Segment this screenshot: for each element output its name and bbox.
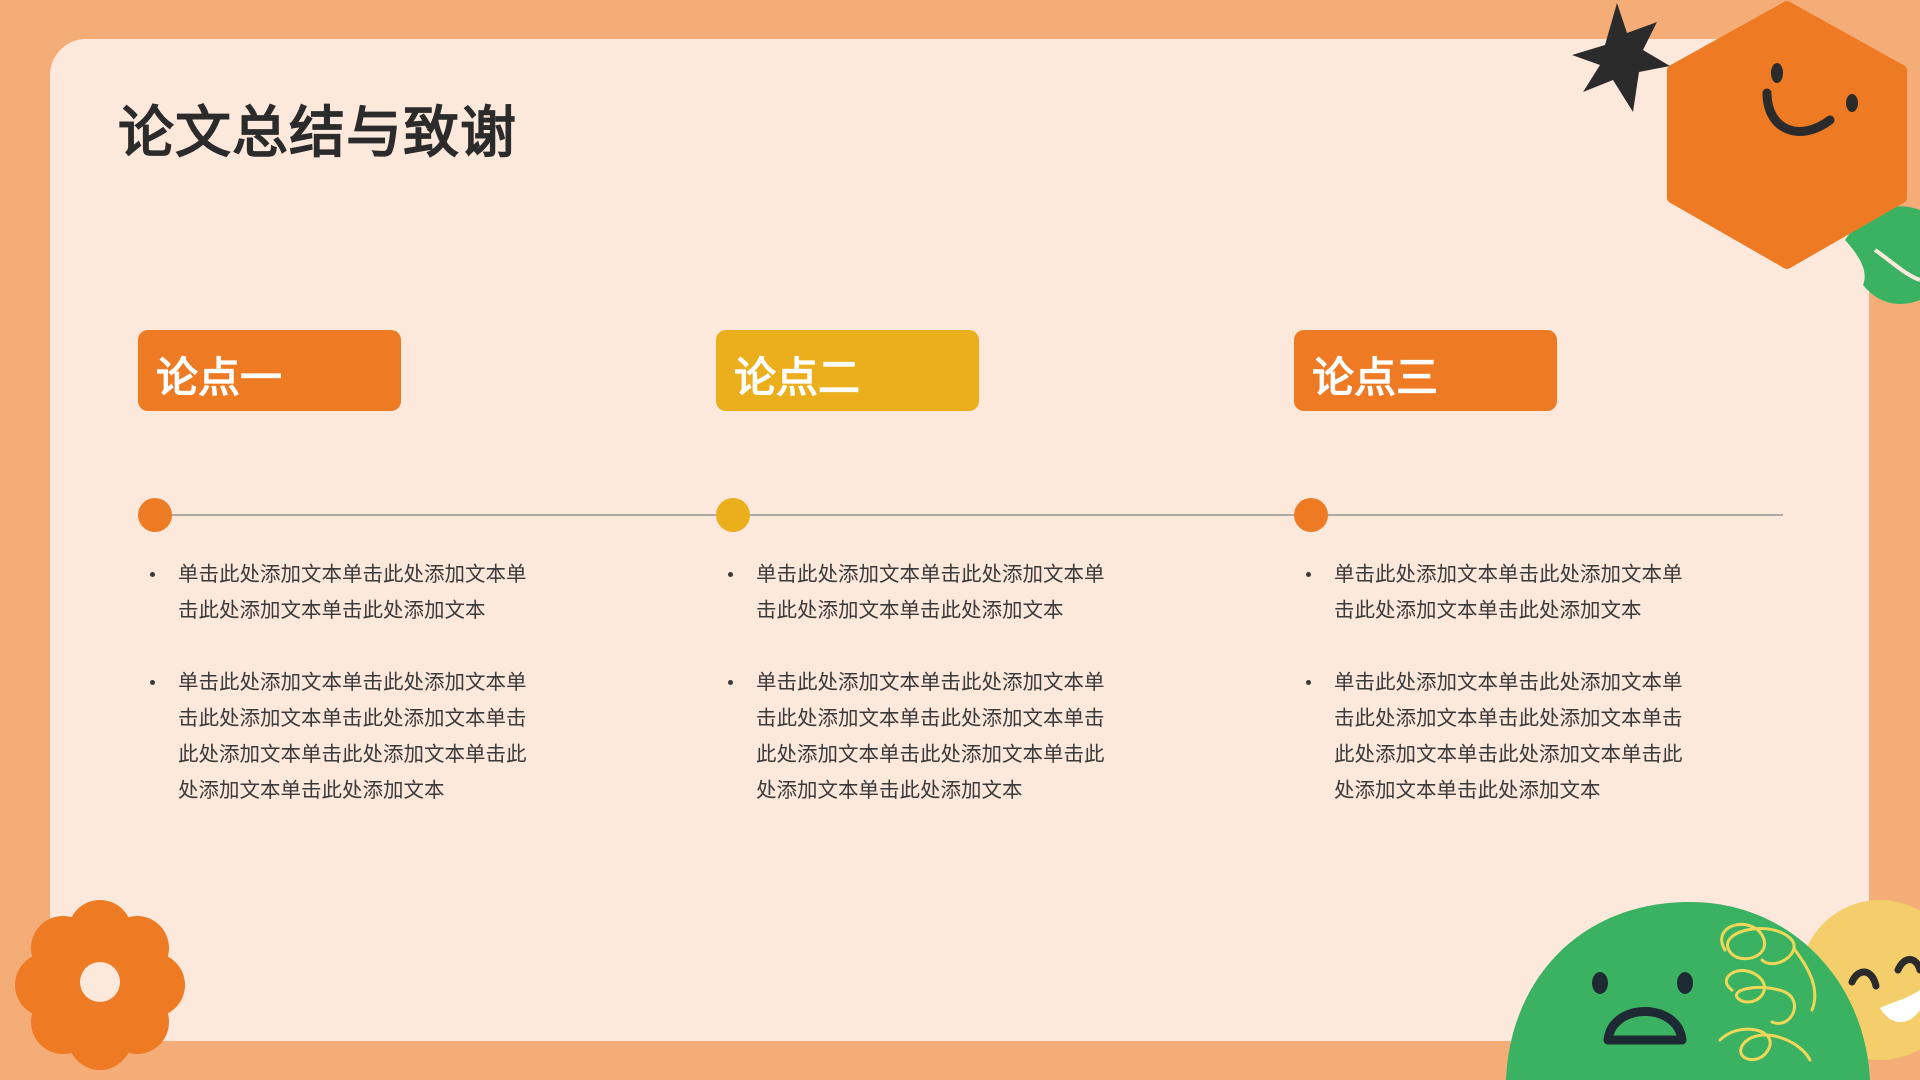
point-label-1: 论点一	[156, 353, 283, 402]
slide-card	[50, 39, 1869, 1041]
timeline-dot-3	[1294, 498, 1328, 532]
leaf-icon	[1845, 206, 1920, 305]
bullet-item[interactable]: 单击此处添加文本单击此处添加文本单击此处添加文本单击此处添加文本单击此处添加文本…	[150, 664, 542, 808]
bullet-list-2: 单击此处添加文本单击此处添加文本单击此处添加文本单击此处添加文本 单击此处添加文…	[728, 556, 1120, 844]
star-icon	[1572, 3, 1670, 112]
point-badge-1[interactable]: 论点一	[138, 330, 401, 411]
point-label-2: 论点二	[734, 353, 861, 402]
timeline-dot-1	[138, 498, 172, 532]
point-label-3: 论点三	[1312, 353, 1439, 402]
bullet-list-3: 单击此处添加文本单击此处添加文本单击此处添加文本单击此处添加文本 单击此处添加文…	[1306, 556, 1698, 844]
bullet-list-1: 单击此处添加文本单击此处添加文本单击此处添加文本单击此处添加文本 单击此处添加文…	[150, 556, 542, 844]
top-right-decoration	[1572, 1, 1920, 305]
timeline-dot-2	[716, 498, 750, 532]
flower-icon	[15, 900, 185, 1070]
smiley-hexagon-icon	[1667, 1, 1907, 269]
point-badge-2[interactable]: 论点二	[716, 330, 979, 411]
point-badge-3[interactable]: 论点三	[1294, 330, 1557, 411]
bottom-right-decoration	[1506, 900, 1920, 1080]
bullet-item[interactable]: 单击此处添加文本单击此处添加文本单击此处添加文本单击此处添加文本单击此处添加文本…	[1306, 664, 1698, 808]
squiggle-icon	[1718, 922, 1817, 1062]
sad-face-icon	[1506, 902, 1870, 1080]
bullet-item[interactable]: 单击此处添加文本单击此处添加文本单击此处添加文本单击此处添加文本	[1306, 556, 1698, 628]
bullet-item[interactable]: 单击此处添加文本单击此处添加文本单击此处添加文本单击此处添加文本	[728, 556, 1120, 628]
page-title: 论文总结与致谢	[118, 101, 517, 166]
timeline-line	[154, 514, 1783, 516]
bullet-item[interactable]: 单击此处添加文本单击此处添加文本单击此处添加文本单击此处添加文本单击此处添加文本…	[728, 664, 1120, 808]
bullet-item[interactable]: 单击此处添加文本单击此处添加文本单击此处添加文本单击此处添加文本	[150, 556, 542, 628]
